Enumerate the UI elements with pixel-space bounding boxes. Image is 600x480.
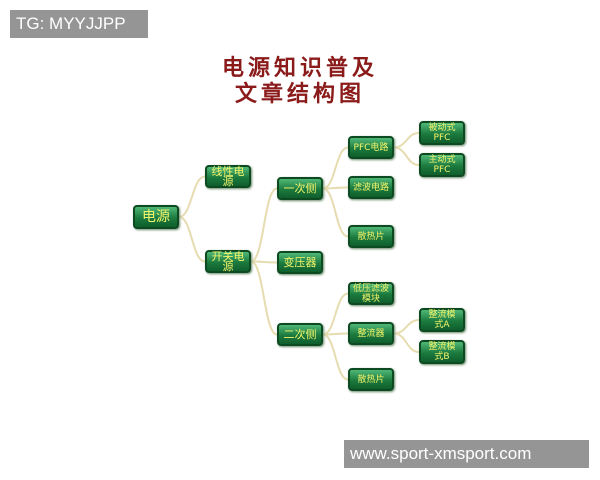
connector-primary-heatsink1 — [322, 187, 349, 238]
diagram-title-line1: 电源知识普及 — [221, 56, 378, 81]
connector-primary-pfc — [322, 146, 349, 190]
node-secondary: 二次侧 — [277, 323, 323, 346]
connector-pfc-passive — [393, 132, 420, 149]
node-pfc: PFC电路 — [348, 136, 394, 159]
connector-rectifier-modeA — [393, 319, 420, 335]
connector-root-linear — [178, 175, 206, 218]
node-switch: 开关电源 — [205, 250, 251, 273]
node-active: 主动式 PFC — [419, 153, 465, 177]
connector-root-switch — [178, 216, 206, 263]
watermark-bottom-right: www.sport-xmsport.com — [344, 440, 589, 468]
connector-switch-secondary — [250, 260, 278, 336]
node-linear: 线性电源 — [205, 165, 251, 188]
node-lvfilter: 低压滤波模块 — [348, 282, 394, 305]
diagram-title-line2: 文章结构图 — [234, 82, 365, 107]
connector-secondary-heatsink2 — [322, 333, 349, 381]
connector-secondary-lvfilter — [322, 292, 349, 336]
node-transformer: 变压器 — [277, 251, 323, 274]
node-primary: 一次侧 — [277, 177, 323, 200]
connector-primary-filter — [322, 186, 349, 190]
node-rectifier: 整流器 — [348, 322, 394, 345]
connector-pfc-active — [393, 146, 420, 166]
connector-secondary-rectifier — [322, 332, 349, 336]
watermark-top-left: TG: MYYJJPP — [10, 10, 148, 38]
node-passive: 被动式 PFC — [419, 121, 465, 145]
node-root: 电源 — [133, 205, 179, 229]
node-modeB: 整流模 式B — [419, 340, 465, 364]
connector-switch-transformer — [250, 260, 278, 264]
node-heatsink2: 散热片 — [348, 368, 394, 391]
node-modeA: 整流模 式A — [419, 308, 465, 332]
connector-switch-primary — [250, 187, 278, 263]
connector-rectifier-modeB — [393, 332, 420, 353]
node-filter: 滤波电路 — [348, 176, 394, 199]
node-heatsink1: 散热片 — [348, 225, 394, 248]
